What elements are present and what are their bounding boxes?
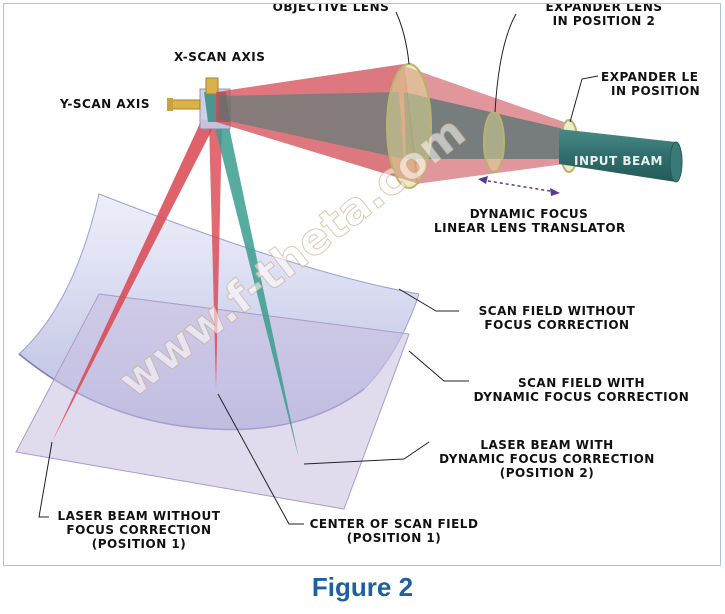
scan-field-without-line2: FOCUS CORRECTION: [484, 318, 630, 332]
input-beam-label: INPUT BEAM: [574, 154, 663, 168]
center-line1: CENTER OF SCAN FIELD: [309, 517, 479, 531]
laser-pos1-line2: FOCUS CORRECTION: [66, 523, 212, 537]
objective-lens-label: OBJECTIVE LENS: [272, 3, 390, 14]
laser-pos2-line2: DYNAMIC FOCUS CORRECTION: [439, 452, 655, 466]
y-scan-motor: [171, 99, 201, 110]
laser-beam-position-2-label: LASER BEAM WITH DYNAMIC FOCUS CORRECTION…: [422, 438, 672, 480]
expander-pos2-line2: IN POSITION 2: [552, 14, 656, 28]
expander-pos1-line1: EXPANDER LE: [601, 70, 699, 84]
x-scan-axis-label: X-SCAN AXIS: [174, 50, 266, 64]
input-beam-tube: [559, 129, 676, 182]
scan-field-with-label: SCAN FIELD WITH DYNAMIC FOCUS CORRECTION: [459, 376, 704, 404]
laser-beam-without-correction: [52, 119, 216, 442]
figure-caption: Figure 2: [311, 572, 414, 602]
laser-beam-center: [209, 122, 222, 389]
scan-field-with-line1: SCAN FIELD WITH: [517, 376, 646, 390]
center-of-scan-field-label: CENTER OF SCAN FIELD (POSITION 1): [294, 517, 494, 545]
dynamic-focus-label: DYNAMIC FOCUS LINEAR LENS TRANSLATOR: [434, 207, 626, 235]
diagram-frame: www.f-theta.com OBJECTIVE LENS EXPANDER …: [3, 3, 721, 566]
laser-beam-with-correction: [212, 116, 299, 459]
expander-pos2-line1: EXPANDER LENS: [545, 3, 663, 14]
dynamic-focus-line2: LINEAR LENS TRANSLATOR: [434, 221, 626, 235]
laser-beam-position-1-label: LASER BEAM WITHOUT FOCUS CORRECTION (POS…: [44, 509, 234, 551]
scan-field-with-correction: [15, 293, 410, 510]
center-line2: (POSITION 1): [346, 531, 442, 545]
laser-pos2-line3: (POSITION 2): [499, 466, 595, 480]
expander-lens-position-1-label: EXPANDER LE IN POSITION: [601, 70, 700, 98]
expander-pos1-line2: IN POSITION: [611, 84, 701, 98]
x-scan-motor: [205, 77, 219, 95]
expander-lens-position-2-label: EXPANDER LENS IN POSITION 2: [529, 3, 679, 28]
y-scan-axis-label: Y-SCAN AXIS: [60, 97, 151, 111]
scan-field-without-label: SCAN FIELD WITHOUT FOCUS CORRECTION: [452, 304, 662, 332]
scan-field-without-line1: SCAN FIELD WITHOUT: [478, 304, 636, 318]
laser-pos1-line3: (POSITION 1): [91, 537, 187, 551]
scan-field-with-line2: DYNAMIC FOCUS CORRECTION: [473, 390, 690, 404]
laser-pos1-line1: LASER BEAM WITHOUT: [57, 509, 221, 523]
expander-lens-position-2: [483, 111, 505, 173]
leader-lines: [38, 11, 599, 525]
translator-arrow: [481, 179, 557, 193]
optics-diagram: www.f-theta.com: [15, 11, 683, 525]
dynamic-focus-line1: DYNAMIC FOCUS: [469, 207, 589, 221]
laser-pos2-line1: LASER BEAM WITH: [480, 438, 614, 452]
